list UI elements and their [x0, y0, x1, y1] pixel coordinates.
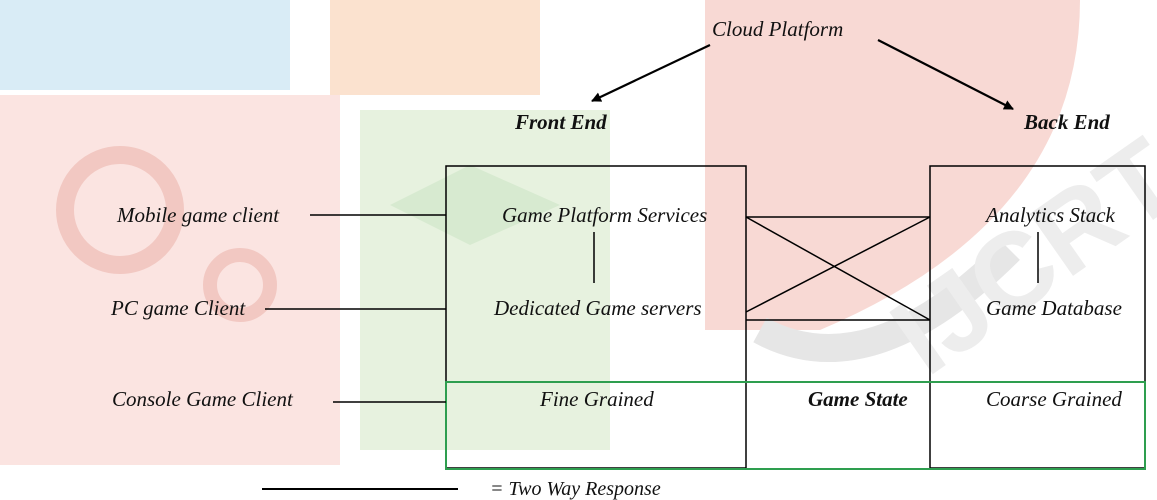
dedicated-servers-label: Dedicated Game servers: [494, 296, 702, 320]
watermark-swoosh: [753, 240, 1020, 362]
front-end-box: [445, 165, 747, 469]
coarse-grained-label: Coarse Grained: [986, 387, 1122, 411]
front-end-label: Front End: [515, 110, 607, 134]
watermark-tile-red: [0, 95, 340, 465]
arrow-to-front-end: [591, 44, 711, 102]
watermark-gear-icon: [56, 146, 184, 274]
fine-grained-label: Fine Grained: [540, 387, 654, 411]
cloud-platform-label: Cloud Platform: [712, 17, 844, 41]
servers-analytics-link: [745, 216, 931, 313]
watermark-cap-icon: [390, 165, 560, 245]
game-database-label: Game Database: [986, 296, 1122, 320]
watermark-gear-small-icon: [203, 248, 277, 322]
platform-services-label: Game Platform Services: [502, 203, 708, 227]
mobile-client-label: Mobile game client: [117, 203, 280, 227]
game-state-label: Game State: [808, 387, 908, 411]
back-end-label: Back End: [1024, 110, 1110, 134]
pc-client-label: PC game Client: [111, 296, 246, 320]
game-state-box: [445, 381, 1146, 470]
watermark-tile-orange: [330, 0, 540, 95]
back-end-box: [929, 165, 1146, 469]
watermark-tile-blue: [0, 0, 290, 90]
arrow-to-back-end: [877, 39, 1014, 110]
console-client-label: Console Game Client: [112, 387, 293, 411]
legend-label: = Two Way Response: [490, 478, 661, 500]
analytics-stack-label: Analytics Stack: [986, 203, 1115, 227]
services-database-link: [745, 216, 931, 321]
watermark-shape-red: [705, 0, 1080, 330]
